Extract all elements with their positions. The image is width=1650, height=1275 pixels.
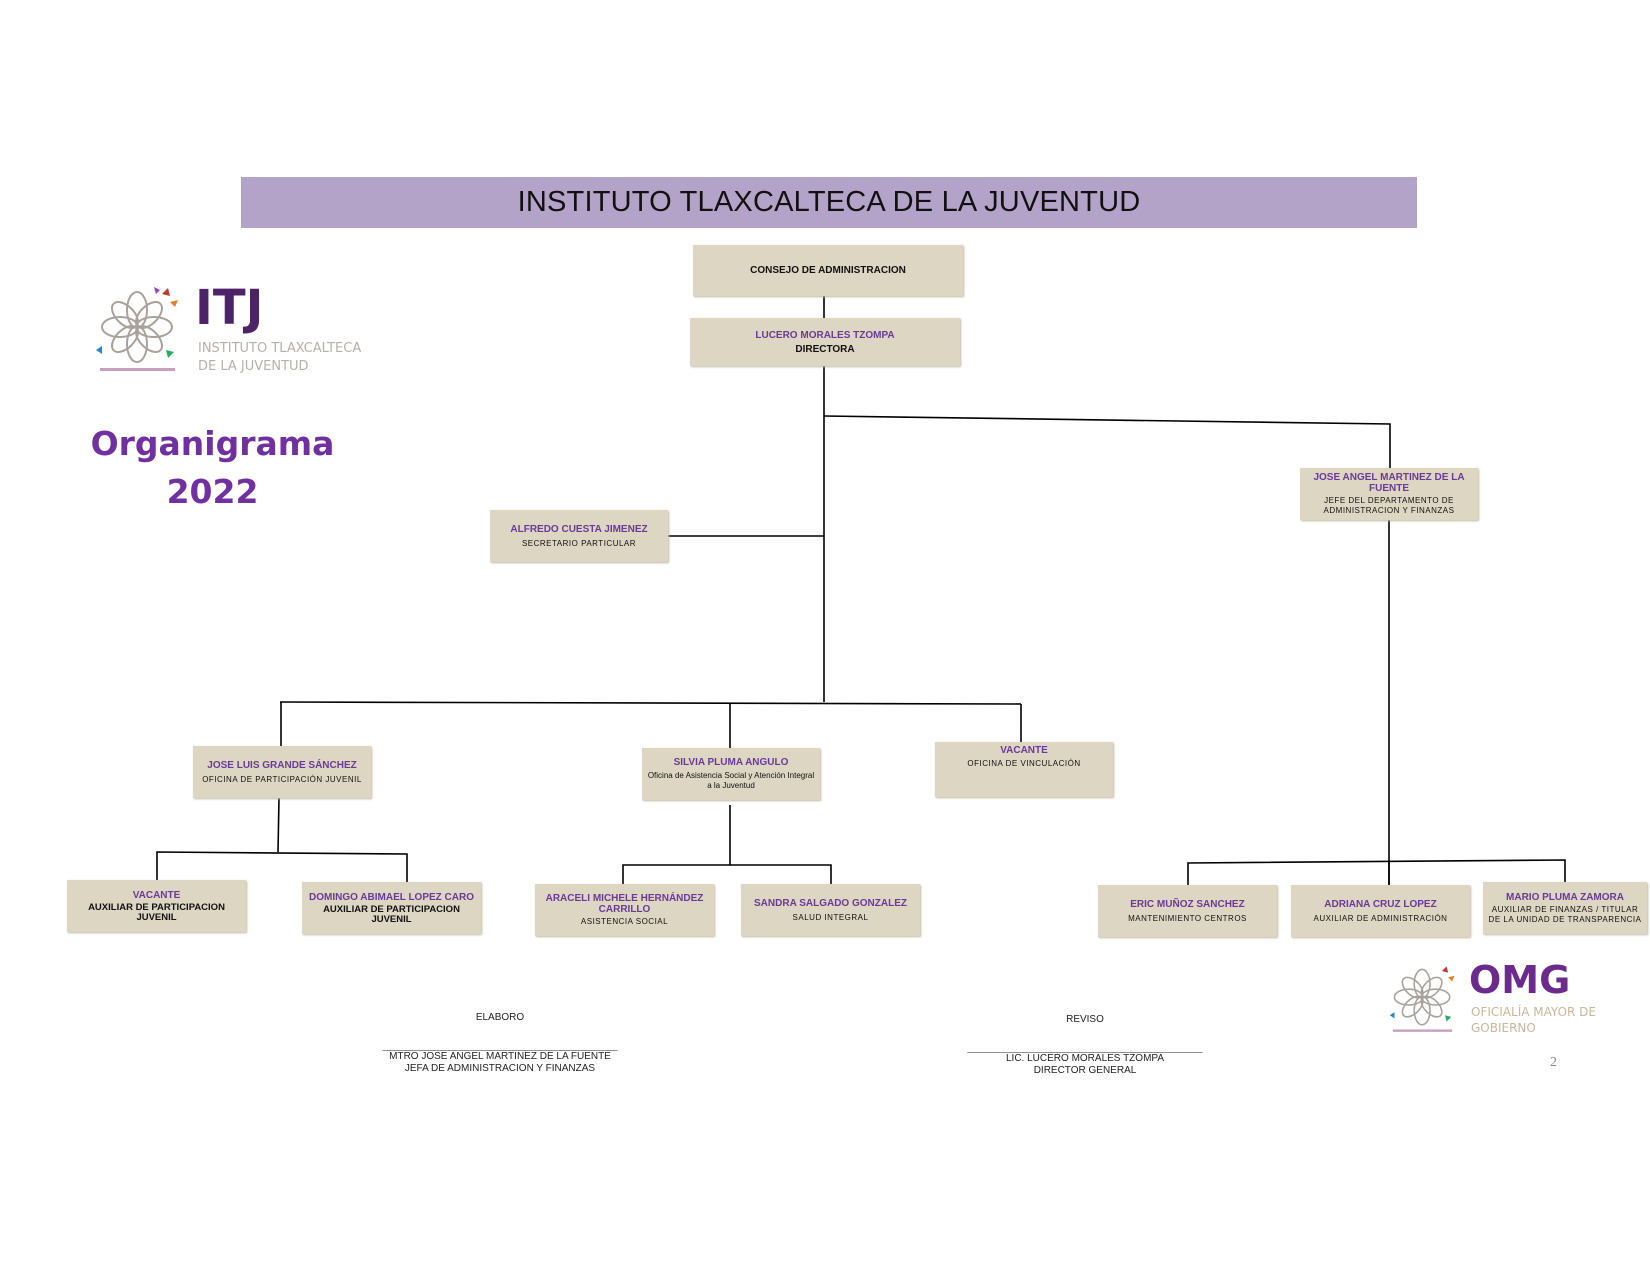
document-title-line1: Organigrama <box>90 424 335 463</box>
node-name: ADRIANA CRUZ LOPEZ <box>1324 898 1437 910</box>
omg-logo: OMG OFICIALÍA MAYOR DE GOBIERNO <box>1385 958 1625 1040</box>
node-araceli: ARACELI MICHELE HERNÁNDEZ CARRILLO ASIST… <box>535 884 714 936</box>
signature-line: ________________________________________… <box>382 1041 618 1051</box>
node-role: SALUD INTEGRAL <box>792 912 869 922</box>
itj-logo-line2: DE LA JUVENTUD <box>198 359 309 374</box>
page-number: 2 <box>1550 1055 1557 1070</box>
node-role: MANTENIMIENTO CENTROS <box>1128 913 1247 923</box>
node-role: JEFE DEL DEPARTAMENTO DE ADMINISTRACION … <box>1323 496 1455 515</box>
node-asistencia: SILVIA PLUMA ANGULO Oficina de Asistenci… <box>642 748 820 800</box>
node-secretario: ALFREDO CUESTA JIMENEZ SECRETARIO PARTIC… <box>490 510 668 562</box>
signature-title: JEFA DE ADMINISTRACION Y FINANZAS <box>404 1063 596 1074</box>
signature-title: DIRECTOR GENERAL <box>1033 1065 1137 1076</box>
node-name: MARIO PLUMA ZAMORA <box>1506 891 1624 903</box>
omg-logo-line1: OFICIALÍA MAYOR DE <box>1471 1005 1596 1019</box>
node-adriana: ADRIANA CRUZ LOPEZ AUXILIAR DE ADMINISTR… <box>1291 885 1470 937</box>
node-vacante-auxiliar: VACANTE AUXILIAR DE PARTICIPACION JUVENI… <box>67 880 246 932</box>
node-role: AUXILIAR DE FINANZAS / TITULAR DE LA UNI… <box>1488 904 1642 924</box>
node-name: ERIC MUÑOZ SANCHEZ <box>1130 898 1245 910</box>
itj-logo-text: ITJ <box>195 280 264 336</box>
node-role: OFICINA DE PARTICIPACIÓN JUVENIL <box>202 774 362 784</box>
connector-asistencia-children <box>622 864 832 884</box>
signature-reviso: REVISO _________________________________… <box>955 1014 1215 1077</box>
flower-icon <box>96 287 178 371</box>
node-consejo: CONSEJO DE ADMINISTRACION <box>693 245 963 296</box>
connector-participacion-down <box>277 797 280 853</box>
node-name: SANDRA SALGADO GONZALEZ <box>754 897 907 909</box>
node-admin-finanzas: JOSE ANGEL MARTINEZ DE LA FUENTE JEFE DE… <box>1300 468 1478 520</box>
node-role: ASISTENCIA SOCIAL <box>580 917 669 926</box>
node-name: VACANTE <box>132 889 181 901</box>
itj-logo: ITJ INSTITUTO TLAXCALTECA DE LA JUVENTUD <box>90 280 390 380</box>
signature-name: LIC. LUCERO MORALES TZOMPA <box>1006 1053 1164 1064</box>
signature-elaboro: ELABORO ________________________________… <box>370 1012 630 1075</box>
node-domingo: DOMINGO ABIMAEL LOPEZ CARO AUXILIAR DE P… <box>302 882 481 934</box>
signature-name: MTRO JOSE ANGEL MARTINEZ DE LA FUENTE <box>389 1051 611 1062</box>
node-name: JOSE LUIS GRANDE SÁNCHEZ <box>207 759 357 771</box>
node-name: ALFREDO CUESTA JIMENEZ <box>510 523 648 535</box>
signature-label: REVISO <box>1066 1014 1104 1025</box>
header-banner: INSTITUTO TLAXCALTECA DE LA JUVENTUD <box>241 177 1417 228</box>
node-role: SECRETARIO PARTICULAR <box>521 538 637 548</box>
node-role: AUXILIAR DE ADMINISTRACIÓN <box>1313 913 1448 923</box>
signature-line: ________________________________________… <box>967 1043 1203 1053</box>
page-title: INSTITUTO TLAXCALTECA DE LA JUVENTUD <box>517 186 1141 218</box>
omg-logo-line2: GOBIERNO <box>1471 1021 1536 1035</box>
node-directora: LUCERO MORALES TZOMPA DIRECTORA <box>690 318 960 366</box>
node-vinculacion: VACANTE OFICINA DE VINCULACIÓN <box>935 742 1113 797</box>
connector-participacion-children <box>156 851 408 882</box>
node-role: AUXILIAR DE PARTICIPACION JUVENIL <box>88 901 225 923</box>
node-participacion: JOSE LUIS GRANDE SÁNCHEZ OFICINA DE PART… <box>193 746 371 798</box>
node-sandra: SANDRA SALGADO GONZALEZ SALUD INTEGRAL <box>741 884 920 936</box>
node-role: AUXILIAR DE PARTICIPACION JUVENIL <box>323 903 460 925</box>
connector-to-admin <box>823 415 1391 468</box>
itj-logo-line1: INSTITUTO TLAXCALTECA <box>198 341 362 356</box>
node-mario: MARIO PLUMA ZAMORA AUXILIAR DE FINANZAS … <box>1483 882 1647 934</box>
node-name: SILVIA PLUMA ANGULO <box>673 757 789 768</box>
node-role: OFICINA DE VINCULACIÓN <box>967 759 1081 768</box>
node-name: DOMINGO ABIMAEL LOPEZ CARO <box>309 891 474 903</box>
node-name: LUCERO MORALES TZOMPA <box>755 329 895 341</box>
node-role: Oficina de Asistencia Social y Atención … <box>647 771 815 790</box>
document-title-line2: 2022 <box>166 472 259 511</box>
flower-icon <box>1389 966 1455 1032</box>
connector-level2-bus <box>279 701 1022 705</box>
omg-logo-text: OMG <box>1469 958 1571 1002</box>
node-role: DIRECTORA <box>795 343 855 355</box>
node-eric: ERIC MUÑOZ SANCHEZ MANTENIMIENTO CENTROS <box>1098 885 1277 937</box>
signature-label: ELABORO <box>475 1012 525 1023</box>
node-name: ARACELI MICHELE HERNÁNDEZ CARRILLO <box>545 893 704 915</box>
node-name: VACANTE <box>1000 745 1048 756</box>
connector-admin-children <box>1187 859 1566 885</box>
document-title: Organigrama 2022 <box>90 420 335 516</box>
node-role: CONSEJO DE ADMINISTRACION <box>750 264 906 276</box>
node-name: JOSE ANGEL MARTINEZ DE LA FUENTE <box>1313 472 1465 494</box>
